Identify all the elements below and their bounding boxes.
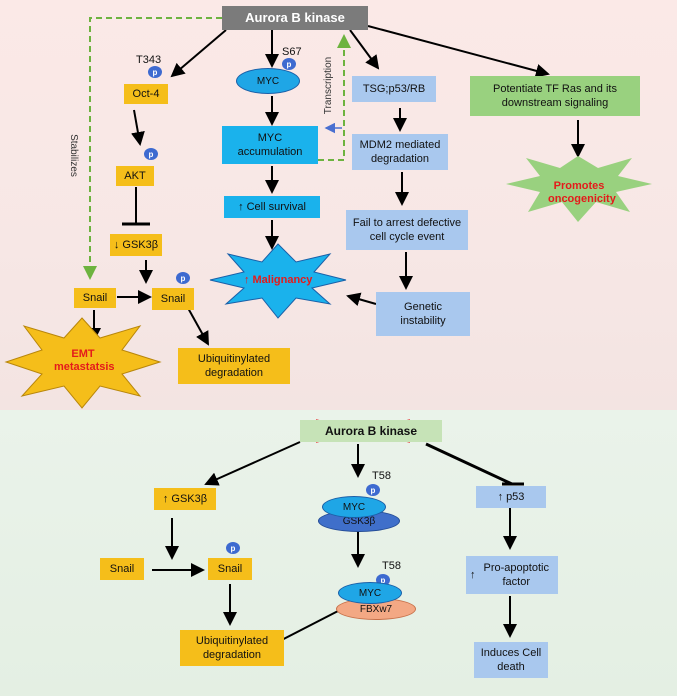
fail-arrest-box: Fail to arrest defective cell cycle even… — [346, 210, 468, 250]
emt-star — [4, 317, 162, 409]
phospho-snail-top: p — [176, 272, 190, 284]
inhibit-b-aurora-p53 — [425, 442, 513, 486]
myc-oval-b2: MYC — [338, 582, 402, 604]
transcription-label: Transcription — [323, 56, 335, 115]
phospho-akt: p — [144, 148, 158, 160]
snail-box-left: Snail — [74, 288, 116, 308]
phospho-myc: p — [282, 58, 296, 70]
emt-metastasis-text: EMT metastatsis — [54, 348, 115, 373]
arrow-aurora-potentiate — [367, 25, 550, 78]
stabilizes-label: Stabilizes — [67, 134, 79, 177]
cell-survival-box: Cell survival — [224, 196, 320, 218]
arrow-genetic-malignancy — [346, 292, 377, 307]
myc-oval-top: MYC — [236, 68, 300, 94]
promotes-oncogenicity-text: Promotes oncogenicity — [548, 180, 616, 205]
induces-cell-death-box: Induces Cell death — [474, 642, 548, 678]
promotes-oncogenicity-star — [506, 156, 652, 222]
p53-box: p53 — [476, 486, 546, 508]
potentiate-box: Potentiate TF Ras and its downstream sig… — [470, 76, 640, 116]
aurora-b-kinase-bottom: Aurora B kinase — [300, 420, 442, 442]
phospho-snail-b: p — [226, 542, 240, 554]
myc-oval-b1: MYC — [322, 496, 386, 518]
arrow-snail-ubiq — [187, 307, 209, 346]
snail-box-right: Snail — [152, 288, 194, 310]
transcription-dashed-arrow — [318, 34, 351, 161]
ubiq-degradation-bottom: Ubiquitinylated degradation — [180, 630, 284, 666]
t343-label: T343 — [136, 54, 162, 66]
tsg-box: TSG;p53/RB — [352, 76, 436, 102]
snail-box-b-right: Snail — [208, 558, 252, 580]
ubiq-degradation-top: Ubiquitinylated degradation — [178, 348, 290, 384]
arrow-aurora-tsg — [349, 29, 380, 70]
bottom-panel-background — [0, 410, 677, 696]
aurora-b-kinase-top: Aurora B kinase — [222, 6, 368, 30]
arrow-b-aurora-gsk3b — [204, 441, 301, 486]
genetic-instability-box: Genetic instability — [376, 292, 470, 336]
phospho-oct4: p — [148, 66, 162, 78]
arrow-aurora-oct4 — [170, 29, 227, 78]
gsk3b-box-bottom: GSK3β — [154, 488, 216, 510]
mdm2-box: MDM2 mediated degradation — [352, 134, 448, 170]
phospho-myc-b1: p — [366, 484, 380, 496]
t58-label-2: T58 — [382, 560, 401, 572]
s67-label: S67 — [282, 46, 302, 58]
t58-label-1: T58 — [372, 470, 391, 482]
akt-box: AKT — [116, 166, 154, 186]
malignancy-text: Malignancy — [244, 274, 313, 286]
snail-box-b-left: Snail — [100, 558, 144, 580]
oct4-box: Oct-4 — [124, 84, 168, 104]
myc-accumulation-box: MYC accumulation — [222, 126, 318, 164]
stabilizes-dashed-arrow — [83, 17, 222, 280]
arrow-oct4-akt — [131, 109, 145, 146]
pro-apoptotic-box: Pro-apoptotic factor — [466, 556, 558, 594]
gsk3b-box-top: GSK3β — [110, 234, 162, 256]
